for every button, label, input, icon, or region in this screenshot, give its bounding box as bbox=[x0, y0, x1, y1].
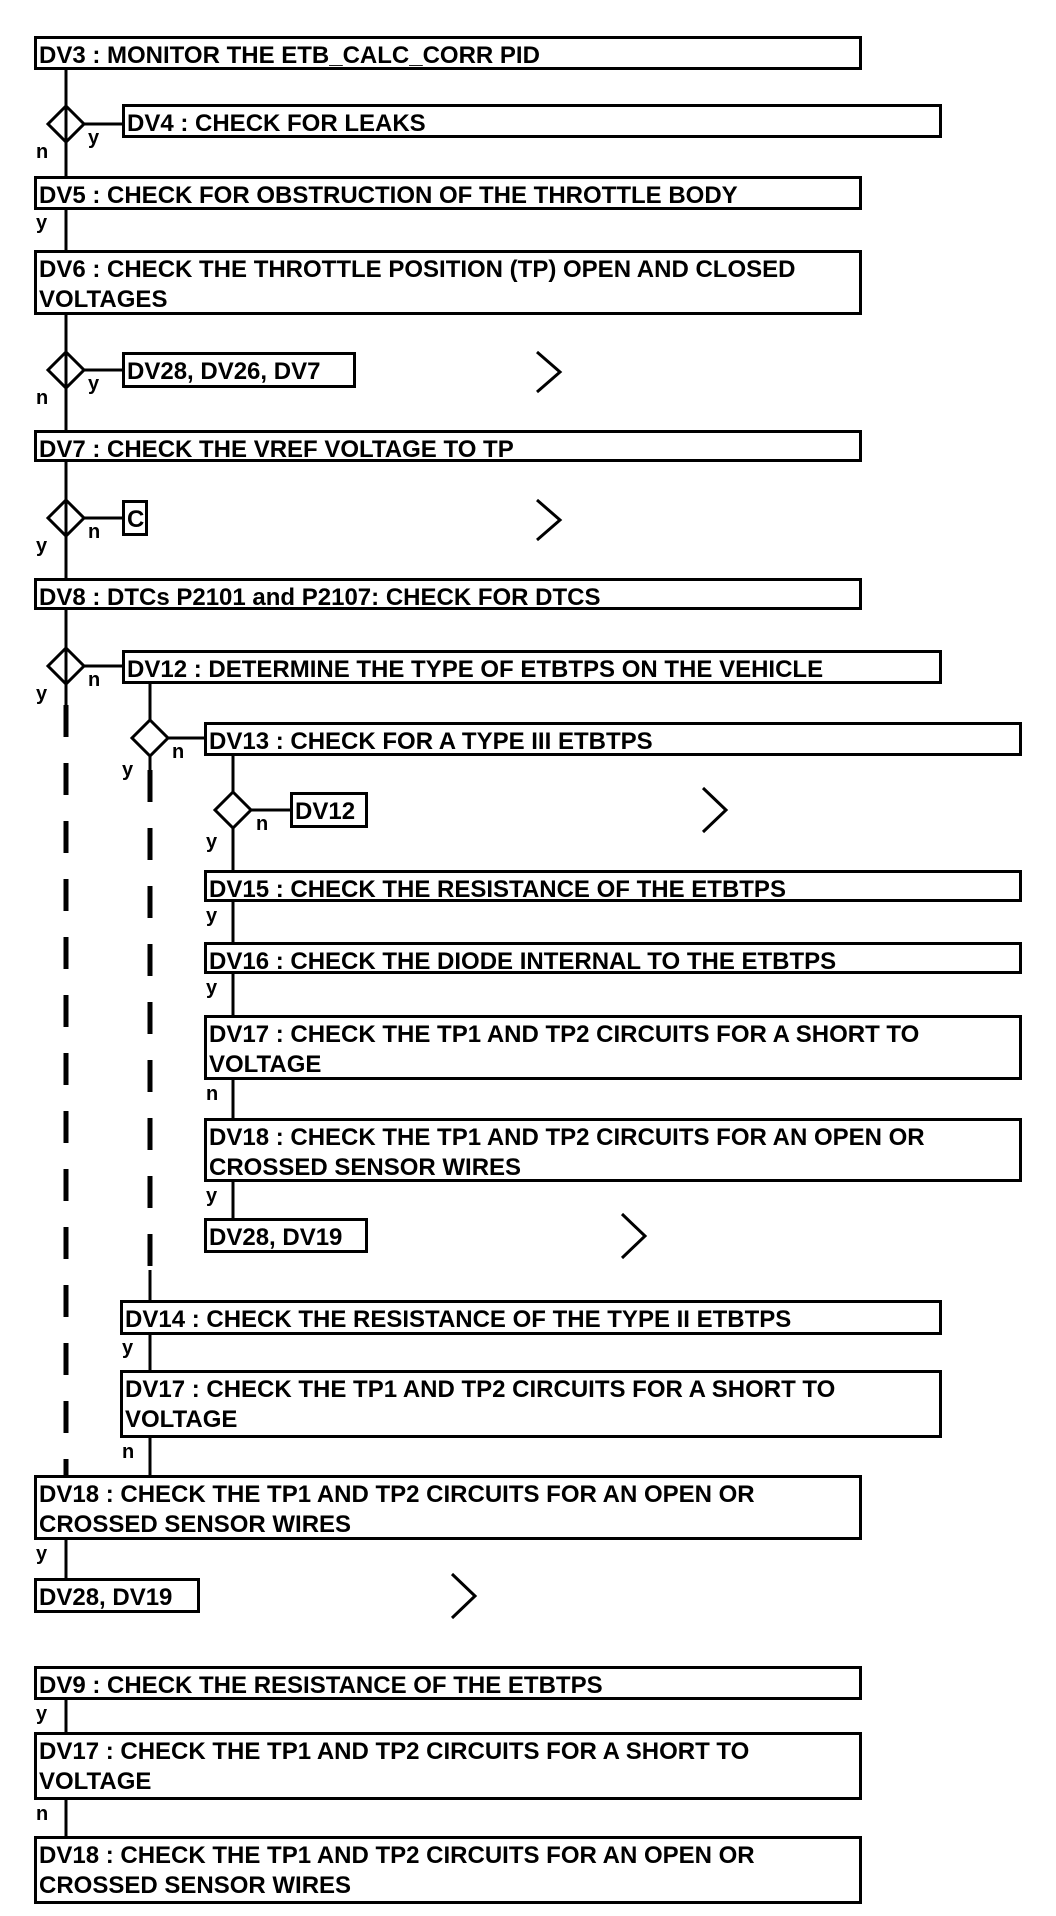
yes-label: y bbox=[206, 905, 218, 927]
no-label: n bbox=[122, 1441, 135, 1463]
step-dv13-ref: DV12 bbox=[290, 792, 368, 828]
step-dv7: DV7 : CHECK THE VREF VOLTAGE TO TP bbox=[34, 430, 862, 462]
yes-label: y bbox=[36, 1543, 48, 1565]
step-dv6-ref: DV28, DV26, DV7 bbox=[122, 352, 356, 388]
step-dv17-type2: DV17 : CHECK THE TP1 AND TP2 CIRCUITS FO… bbox=[120, 1370, 942, 1438]
no-label: n bbox=[206, 1083, 219, 1105]
decision-diamond bbox=[45, 645, 87, 687]
step-dv18-type3: DV18 : CHECK THE TP1 AND TP2 CIRCUITS FO… bbox=[204, 1118, 1022, 1182]
step-dv15: DV15 : CHECK THE RESISTANCE OF THE ETBTP… bbox=[204, 870, 1022, 902]
yes-label: y bbox=[206, 1185, 218, 1207]
step-dv4: DV4 : CHECK FOR LEAKS bbox=[122, 104, 942, 138]
step-dv5: DV5 : CHECK FOR OBSTRUCTION OF THE THROT… bbox=[34, 176, 862, 210]
yes-label: y bbox=[36, 212, 48, 234]
decision-diamond bbox=[45, 103, 87, 145]
yes-label: y bbox=[122, 759, 134, 781]
yes-label: y bbox=[88, 127, 100, 149]
step-dv14: DV14 : CHECK THE RESISTANCE OF THE TYPE … bbox=[120, 1300, 942, 1335]
step-dv18-type3-ref: DV28, DV19 bbox=[204, 1218, 368, 1253]
decision-diamond bbox=[45, 349, 87, 391]
step-dv8: DV8 : DTCs P2101 and P2107: CHECK FOR DT… bbox=[34, 578, 862, 610]
decision-diamond bbox=[129, 717, 171, 759]
no-label: n bbox=[36, 1803, 49, 1825]
step-dv6: DV6 : CHECK THE THROTTLE POSITION (TP) O… bbox=[34, 250, 862, 315]
step-dv17-type3: DV17 : CHECK THE TP1 AND TP2 CIRCUITS FO… bbox=[204, 1015, 1022, 1080]
step-dv12: DV12 : DETERMINE THE TYPE OF ETBTPS ON T… bbox=[122, 650, 942, 684]
step-dv18-final: DV18 : CHECK THE TP1 AND TP2 CIRCUITS FO… bbox=[34, 1836, 862, 1904]
step-dv7-ref: C bbox=[122, 500, 148, 536]
chevron-right-icon bbox=[450, 1572, 478, 1620]
chevron-right-icon bbox=[620, 1212, 648, 1260]
decision-diamond bbox=[45, 497, 87, 539]
yes-label: y bbox=[122, 1337, 134, 1359]
no-label: n bbox=[256, 813, 269, 835]
step-dv16: DV16 : CHECK THE DIODE INTERNAL TO THE E… bbox=[204, 942, 1022, 974]
step-dv18-main: DV18 : CHECK THE TP1 AND TP2 CIRCUITS FO… bbox=[34, 1475, 862, 1540]
chevron-right-icon bbox=[536, 350, 563, 394]
no-label: n bbox=[88, 669, 101, 691]
step-dv9: DV9 : CHECK THE RESISTANCE OF THE ETBTPS bbox=[34, 1666, 862, 1700]
no-label: n bbox=[172, 741, 185, 763]
yes-label: y bbox=[36, 1703, 48, 1725]
decision-diamond bbox=[212, 789, 254, 831]
step-dv17-main: DV17 : CHECK THE TP1 AND TP2 CIRCUITS FO… bbox=[34, 1732, 862, 1800]
step-dv13: DV13 : CHECK FOR A TYPE III ETBTPS bbox=[204, 722, 1022, 756]
step-dv18-main-ref: DV28, DV19 bbox=[34, 1578, 200, 1613]
yes-label: y bbox=[88, 373, 100, 395]
yes-label: y bbox=[206, 831, 218, 853]
step-dv3: DV3 : MONITOR THE ETB_CALC_CORR PID bbox=[34, 36, 862, 70]
yes-label: y bbox=[36, 683, 48, 705]
chevron-right-icon bbox=[536, 498, 563, 542]
yes-label: y bbox=[206, 977, 218, 999]
chevron-right-icon bbox=[701, 786, 729, 834]
no-label: n bbox=[36, 141, 49, 163]
yes-label: y bbox=[36, 535, 48, 557]
no-label: n bbox=[88, 521, 101, 543]
no-label: n bbox=[36, 387, 49, 409]
